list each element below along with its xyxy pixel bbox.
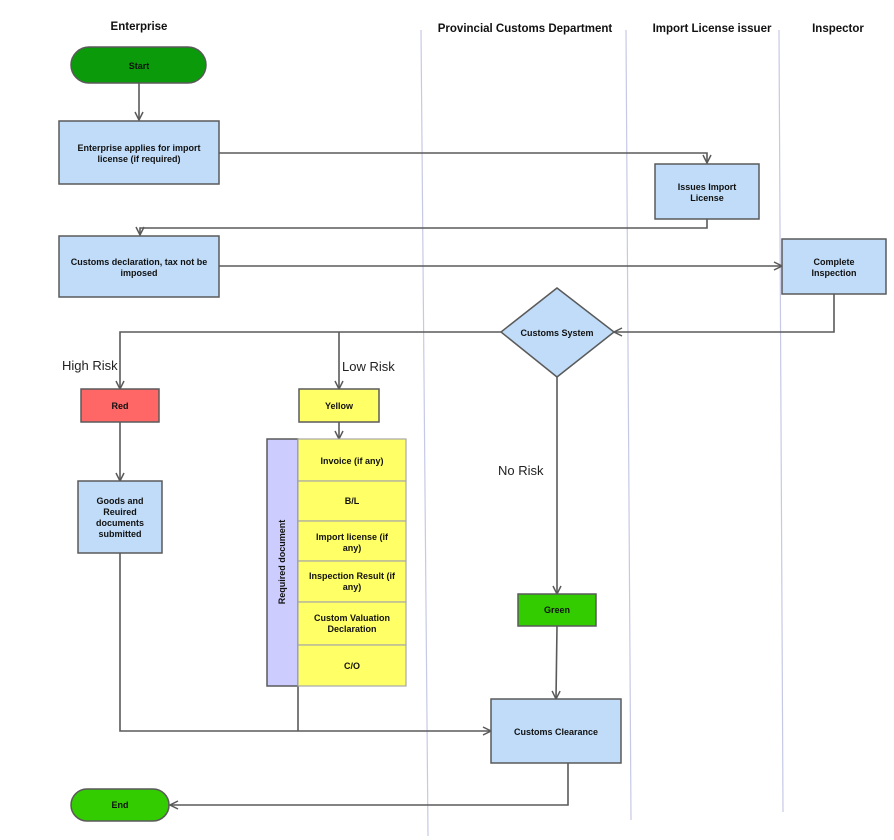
start-terminator: Start bbox=[70, 46, 207, 84]
doc-item-bl: B/L bbox=[297, 480, 407, 522]
connector-issue-to-declaration bbox=[140, 219, 708, 235]
customs-declaration-label-line1: Customs declaration, tax not be bbox=[71, 257, 208, 267]
connector-inspection-to-system bbox=[614, 294, 835, 332]
green-label: Green bbox=[544, 605, 570, 615]
doc-item-co: C/O bbox=[297, 644, 407, 687]
goods-documents-box: Goods and Reuired documents submitted bbox=[77, 480, 163, 554]
red-channel-box: Red bbox=[80, 388, 160, 423]
customs-clearance-box: Customs Clearance bbox=[490, 698, 622, 764]
doc-item-inspection-result-line1: Inspection Result (if bbox=[309, 571, 396, 581]
issue-license-box: Issues Import License bbox=[654, 163, 760, 220]
doc-item-custom-valuation-line2: Declaration bbox=[327, 624, 376, 634]
yellow-channel-box: Yellow bbox=[298, 388, 380, 423]
start-label: Start bbox=[129, 61, 150, 71]
lane-title-enterprise: Enterprise bbox=[111, 21, 168, 33]
end-label: End bbox=[112, 800, 129, 810]
doc-item-co-line1: C/O bbox=[344, 661, 360, 671]
doc-item-custom-valuation-line1: Custom Valuation bbox=[314, 613, 390, 623]
lane-title-license-issuer: Import License issuer bbox=[653, 23, 772, 35]
lane-separator-3 bbox=[778, 29, 784, 813]
apply-license-box: Enterprise applies for import license (i… bbox=[58, 120, 220, 185]
lane-title-provincial-customs: Provincial Customs Department bbox=[438, 23, 613, 35]
lane-title-inspector: Inspector bbox=[812, 23, 864, 35]
swimlane-separators bbox=[420, 29, 784, 837]
customs-system-label: Customs System bbox=[520, 328, 593, 338]
doc-item-import-license-line2: any) bbox=[343, 543, 362, 553]
doc-item-inspection-result-line2: any) bbox=[343, 582, 362, 592]
customs-clearance-label: Customs Clearance bbox=[514, 727, 598, 737]
issue-license-label-line1: Issues Import bbox=[678, 182, 737, 192]
complete-inspection-label-line2: Inspection bbox=[811, 268, 856, 278]
goods-documents-label-line2: Reuired bbox=[103, 507, 137, 517]
doc-item-invoice: Invoice (if any) bbox=[297, 438, 407, 482]
green-channel-box: Green bbox=[517, 593, 597, 627]
doc-item-import-license-line1: Import license (if bbox=[316, 532, 389, 542]
no-risk-label: No Risk bbox=[498, 463, 544, 478]
connector-goods-to-clearance bbox=[119, 553, 491, 731]
complete-inspection-box: Complete Inspection bbox=[781, 238, 887, 295]
customs-declaration-label-line2: imposed bbox=[120, 268, 157, 278]
doc-item-invoice-line1: Invoice (if any) bbox=[320, 456, 383, 466]
customs-system-decision: Customs System bbox=[499, 287, 616, 378]
required-document-list: Required document Invoice (if any) B/L I… bbox=[266, 438, 407, 687]
goods-documents-label-line3: documents bbox=[96, 518, 144, 528]
doc-item-import-license: Import license (if any) bbox=[297, 520, 407, 562]
apply-license-label-line2: license (if required) bbox=[97, 154, 180, 164]
connector-apply-to-issue bbox=[219, 152, 707, 163]
complete-inspection-label-line1: Complete bbox=[813, 257, 854, 267]
lane-separator-2 bbox=[625, 29, 632, 821]
red-label: Red bbox=[111, 401, 128, 411]
lane-separator-1 bbox=[420, 29, 429, 837]
end-terminator: End bbox=[70, 788, 170, 822]
connector-green-to-clearance bbox=[556, 625, 557, 699]
doc-item-custom-valuation: Custom Valuation Declaration bbox=[297, 601, 407, 646]
issue-license-label-line2: License bbox=[690, 193, 724, 203]
apply-license-label-line1: Enterprise applies for import bbox=[77, 143, 200, 153]
yellow-label: Yellow bbox=[325, 401, 354, 411]
connectors bbox=[119, 83, 835, 805]
goods-documents-label-line1: Goods and bbox=[97, 496, 144, 506]
doc-item-inspection-result: Inspection Result (if any) bbox=[297, 560, 407, 603]
goods-documents-label-line4: submitted bbox=[98, 529, 141, 539]
customs-declaration-box: Customs declaration, tax not be imposed bbox=[58, 235, 220, 298]
required-document-title: Required document bbox=[277, 520, 287, 605]
connector-clearance-to-end bbox=[170, 763, 569, 805]
connector-system-to-red bbox=[120, 331, 501, 389]
low-risk-label: Low Risk bbox=[342, 359, 395, 374]
high-risk-label: High Risk bbox=[62, 358, 118, 373]
doc-item-bl-line1: B/L bbox=[345, 496, 360, 506]
